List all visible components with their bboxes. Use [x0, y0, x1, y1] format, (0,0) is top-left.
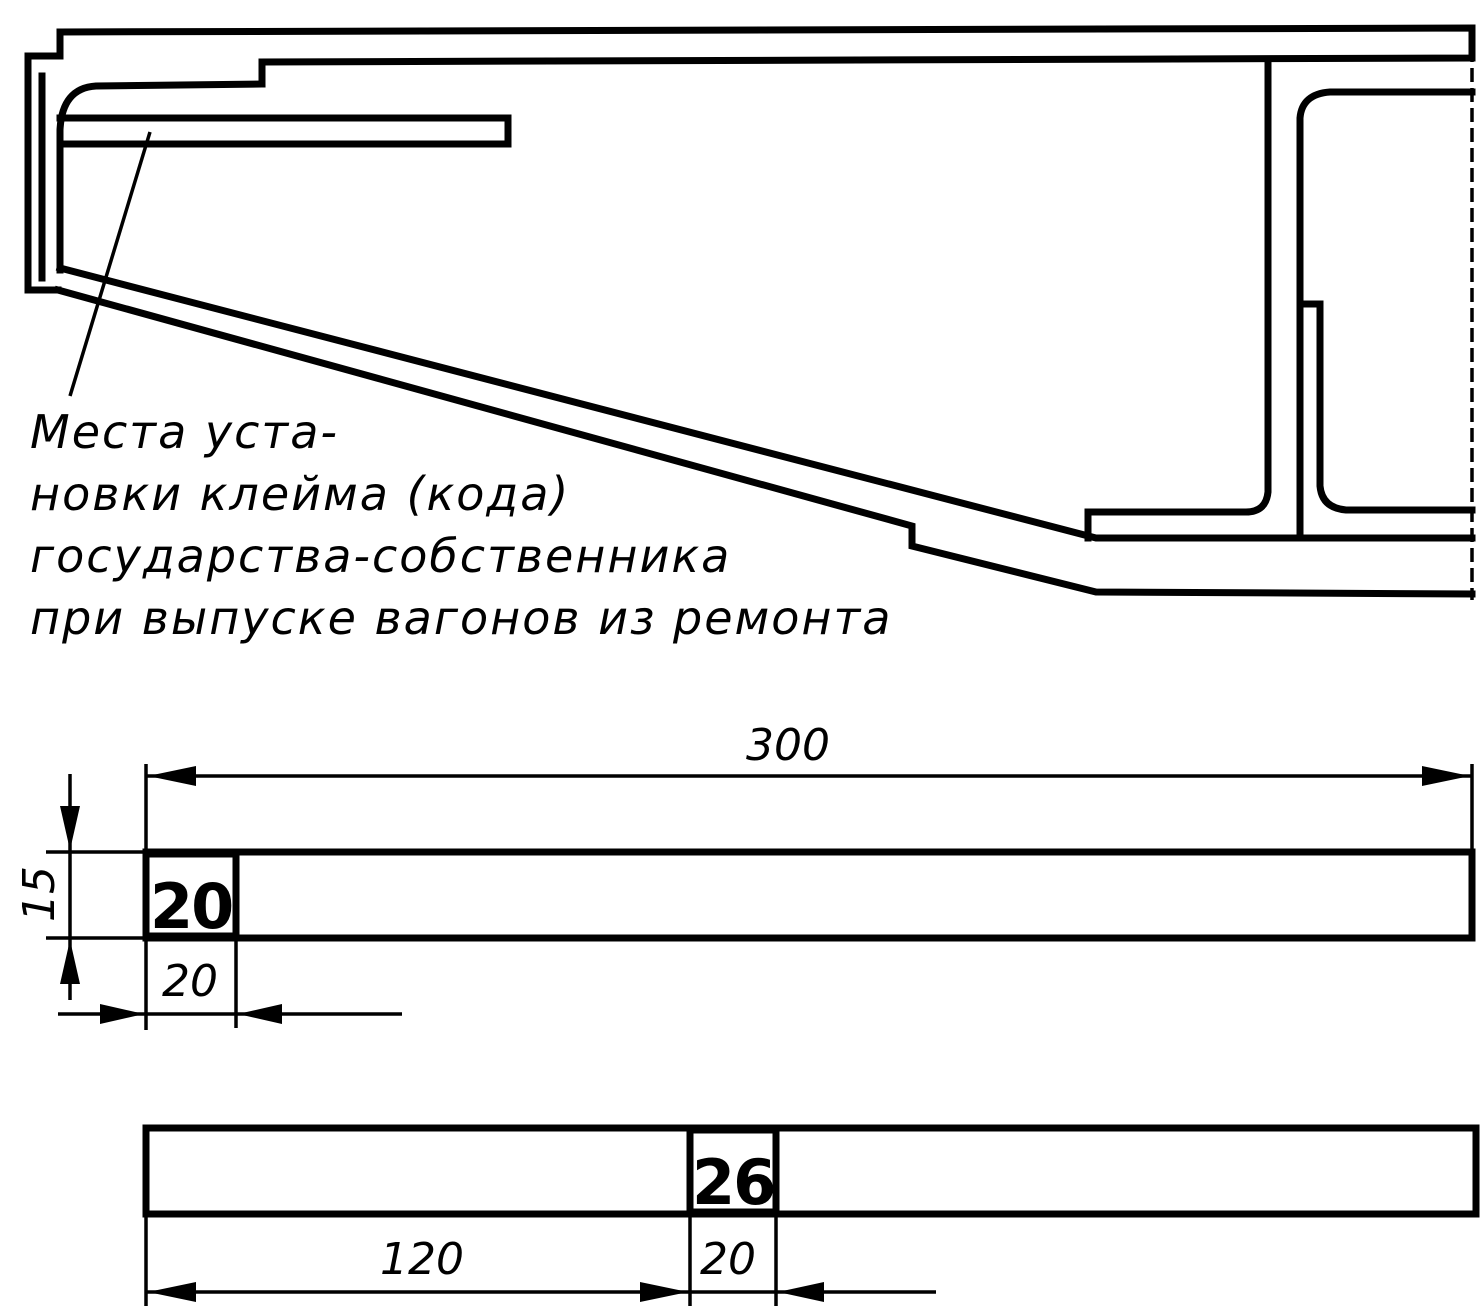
upper-hook: [56, 80, 266, 274]
dim-120-arrow-right: [640, 1282, 688, 1302]
marking-strip: [56, 114, 512, 148]
top-marking-diagram: 20 300 15 20: [14, 720, 1476, 1030]
dim-120-label: 120: [380, 1234, 464, 1285]
dim-300-arrow-right: [1422, 766, 1470, 786]
note-line-4: при выпуске вагонов из ремонта: [30, 591, 892, 645]
right-beam-stub: [1296, 300, 1476, 514]
top-plate-outer: [56, 24, 1476, 88]
sloped-flange-upper: [55, 263, 1476, 542]
note-line-3: государства-собственника: [30, 529, 731, 583]
dim-300-arrow-left: [148, 766, 196, 786]
bottom-strip-outline: [142, 1124, 1480, 1218]
dim-15-arrow-top: [60, 806, 80, 850]
frame-profile: [24, 24, 1476, 600]
dim-300-label: 300: [746, 720, 830, 771]
dim-20a-label: 20: [162, 956, 218, 1007]
dim-15-label: 15: [14, 866, 65, 922]
right-beam-web-right: [1296, 88, 1476, 542]
dim-20b-arrow-right: [778, 1282, 824, 1302]
note-block: Места уста- новки клейма (кода) государс…: [30, 405, 892, 645]
dim-120-arrow-left: [148, 1282, 196, 1302]
leader-line: [68, 131, 152, 397]
dim-20a-arrow-left: [100, 1004, 144, 1024]
sloped-flange-lower: [53, 285, 1476, 598]
note-line-1: Места уста-: [30, 405, 339, 459]
dim-20a-arrow-right: [238, 1004, 282, 1024]
dim-15-arrow-bottom: [60, 940, 80, 984]
top-strip-outline: [142, 848, 1476, 942]
right-beam-web-left: [1084, 58, 1272, 542]
dim-20b-label: 20: [700, 1234, 756, 1285]
top-plate-inner: [24, 28, 64, 294]
bottom-marking-diagram: 26 120 20: [142, 1124, 1480, 1306]
top-code-label: 20: [150, 870, 232, 943]
bottom-code-box: [686, 1126, 780, 1216]
note-line-2: новки клейма (кода): [30, 467, 570, 521]
bottom-code-label: 26: [692, 1146, 774, 1219]
